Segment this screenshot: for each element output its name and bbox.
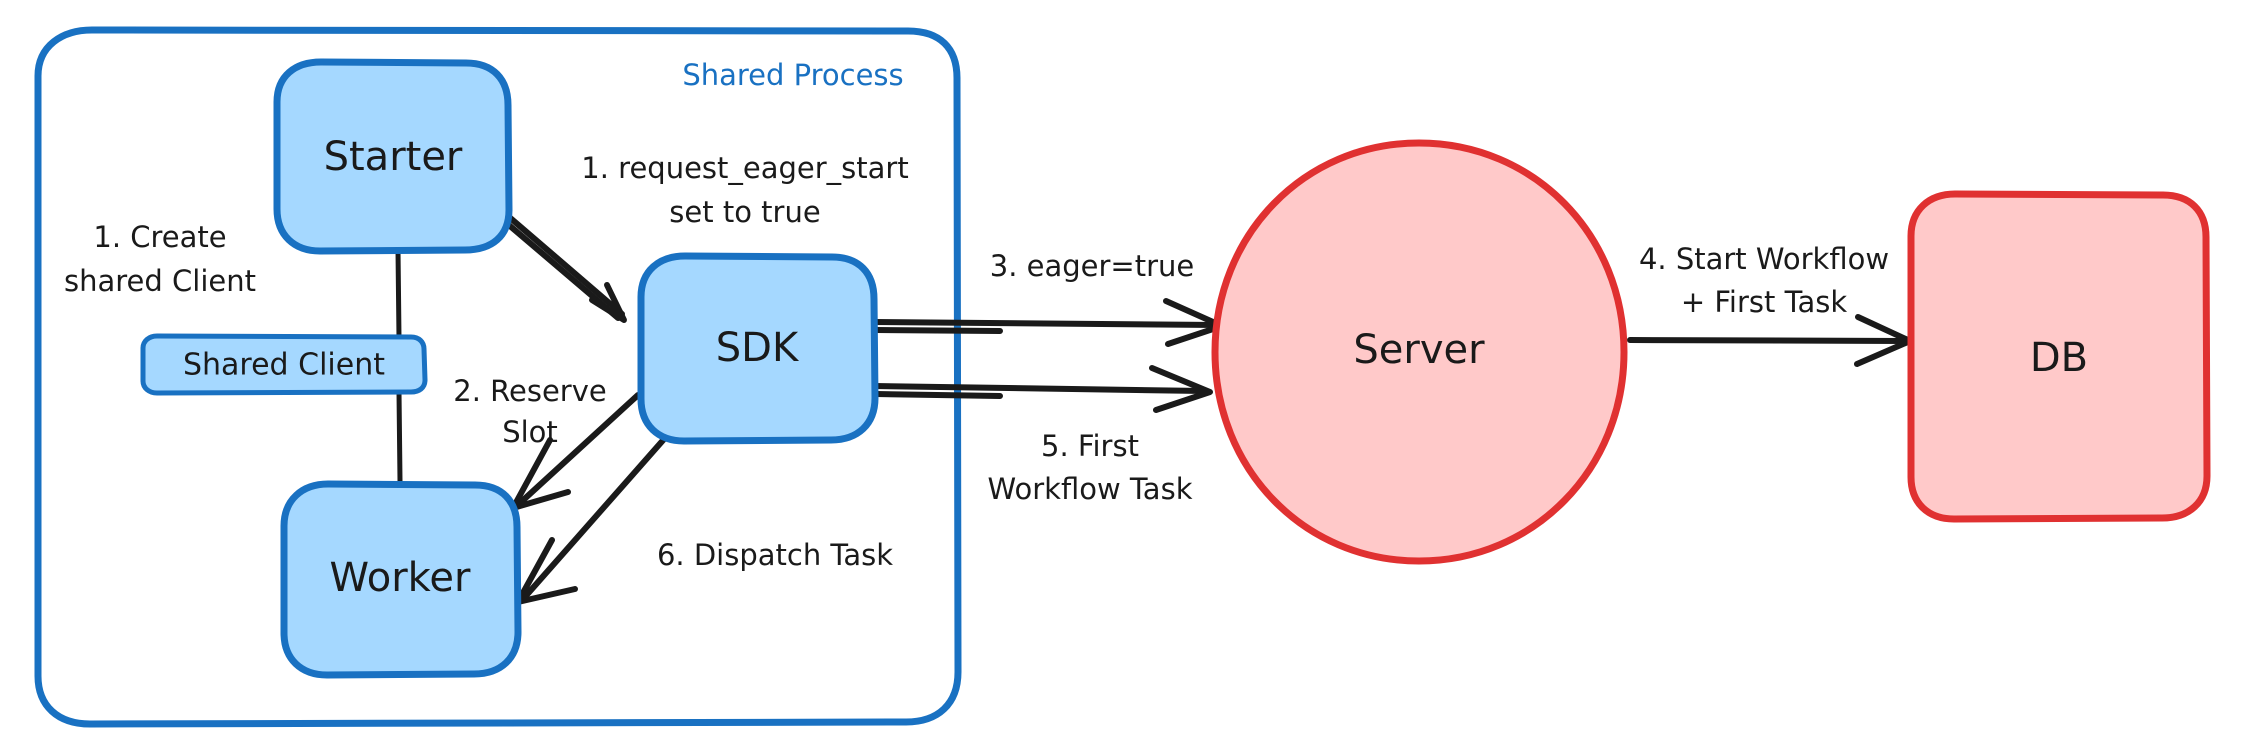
edge-server-to-db-arrow bbox=[1627, 314, 1913, 367]
edge-label-create-shared-client: 1. Create shared Client bbox=[64, 220, 256, 298]
edge-starter-to-sdk-arrow bbox=[500, 213, 627, 323]
node-starter-label: Starter bbox=[324, 134, 463, 180]
edge-label-request-eager-start: 1. request_eager_start set to true bbox=[581, 151, 908, 229]
edge-shared-client-to-worker bbox=[396, 389, 403, 484]
edge-label-reserve-slot: 2. Reserve Slot bbox=[453, 374, 606, 449]
node-db[interactable]: DB bbox=[1907, 190, 2211, 523]
shared-process-label: Shared Process bbox=[682, 58, 903, 92]
edge-label-line2: Slot bbox=[502, 415, 558, 449]
edge-label-line1: 3. eager=true bbox=[990, 249, 1195, 283]
node-sdk[interactable]: SDK bbox=[637, 252, 879, 445]
node-server-label: Server bbox=[1353, 327, 1485, 373]
edge-label-line1: 4. Start Workflow bbox=[1639, 242, 1889, 276]
node-shared-client[interactable]: Shared Client bbox=[140, 333, 428, 396]
edge-label-line2: + First Task bbox=[1681, 285, 1848, 319]
edge-label-first-workflow-task: 5. First Workflow Task bbox=[988, 429, 1193, 506]
edge-label-line2: Workflow Task bbox=[988, 472, 1193, 506]
node-sdk-label: SDK bbox=[716, 325, 800, 371]
node-db-label: DB bbox=[2030, 335, 2088, 381]
node-shared-client-label: Shared Client bbox=[183, 348, 385, 383]
node-worker-label: Worker bbox=[330, 555, 471, 601]
edge-sdk-to-server-eager-arrow bbox=[871, 298, 1225, 347]
edge-label-line1: 6. Dispatch Task bbox=[657, 538, 893, 572]
shared-process-container: Shared Process bbox=[34, 26, 962, 728]
edge-label-start-workflow-first-task: 4. Start Workflow + First Task bbox=[1639, 242, 1889, 319]
node-server[interactable]: Server bbox=[1211, 139, 1628, 565]
edge-label-line2: shared Client bbox=[64, 264, 256, 298]
edge-label-line2: set to true bbox=[669, 195, 820, 229]
node-starter[interactable]: Starter bbox=[273, 58, 513, 255]
edge-label-line1: 2. Reserve bbox=[453, 374, 606, 408]
edge-label-dispatch-task: 6. Dispatch Task bbox=[657, 538, 893, 572]
edge-sdk-to-server-firsttask-arrow bbox=[871, 365, 1213, 413]
edge-label-line1: 1. request_eager_start bbox=[581, 151, 908, 185]
edge-label-line1: 5. First bbox=[1041, 429, 1139, 463]
node-worker[interactable]: Worker bbox=[280, 480, 522, 679]
edge-label-eager-true: 3. eager=true bbox=[990, 249, 1195, 283]
edge-label-line1: 1. Create bbox=[93, 220, 226, 254]
edge-starter-to-shared-client bbox=[395, 247, 402, 341]
